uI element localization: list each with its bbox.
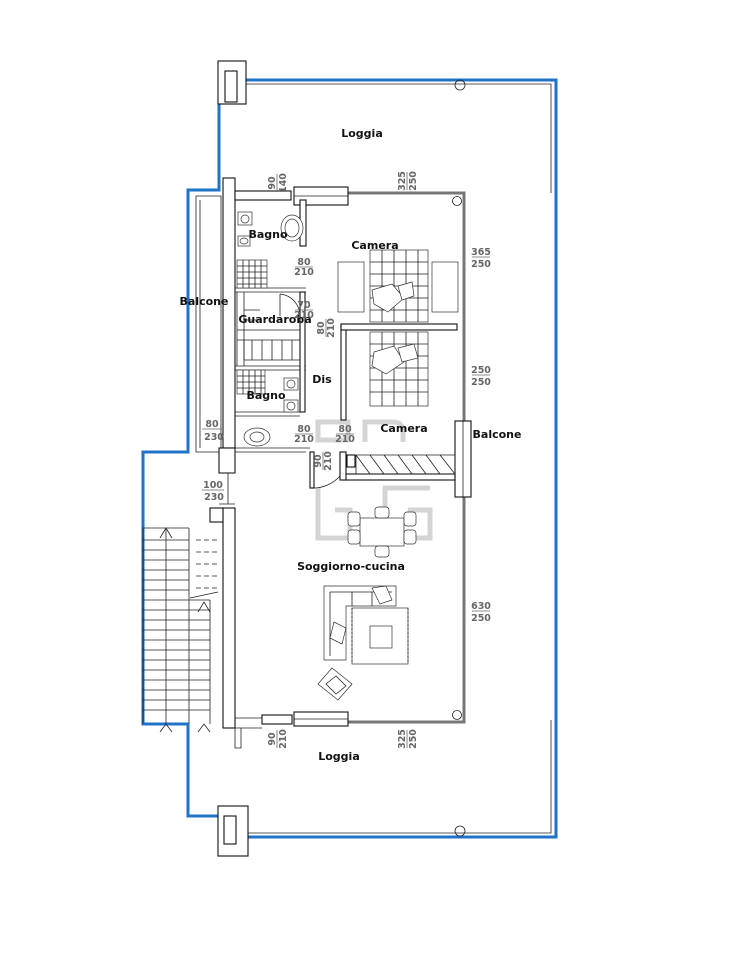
window-bottom-left	[261, 714, 293, 725]
column-bottom	[217, 805, 249, 857]
svg-text:365: 365	[471, 247, 491, 258]
door-balcone-left	[219, 472, 235, 505]
svg-text:80: 80	[297, 257, 311, 268]
label-bagno-2: Bagno	[246, 389, 286, 402]
pillar-inner-top	[452, 196, 462, 206]
svg-text:80: 80	[205, 419, 219, 430]
svg-text:230: 230	[204, 432, 224, 443]
balcony-left-outline	[195, 195, 222, 453]
bagno-1-fixtures	[236, 211, 304, 289]
svg-text:70: 70	[297, 300, 311, 311]
dim-door-guardaroba-vertical: 80 210	[316, 318, 337, 338]
wall-camera-2-left	[339, 451, 347, 481]
wall-camera-2-stub	[346, 454, 356, 468]
wardrobe-camera-2	[355, 454, 456, 475]
label-guardaroba: Guardaroba	[238, 313, 311, 326]
staircase	[142, 507, 224, 733]
label-dis: Dis	[312, 373, 332, 386]
svg-text:250: 250	[471, 365, 491, 376]
svg-text:210: 210	[278, 729, 289, 749]
svg-text:90: 90	[267, 176, 278, 190]
svg-text:210: 210	[326, 318, 337, 338]
label-balcone-left: Balcone	[180, 295, 229, 308]
svg-text:90: 90	[267, 732, 278, 746]
svg-text:250: 250	[471, 259, 491, 270]
svg-text:80: 80	[316, 321, 327, 335]
guardaroba-fixtures	[236, 292, 300, 366]
svg-text:210: 210	[294, 267, 314, 278]
window-top-left	[234, 190, 292, 201]
wall-dis-right	[340, 323, 347, 421]
svg-text:210: 210	[323, 451, 334, 471]
property-boundary	[141, 78, 558, 839]
label-soggiorno: Soggiorno-cucina	[297, 560, 405, 573]
pillar-inner-bottom	[452, 710, 462, 720]
bagno-2-fixtures	[236, 369, 299, 447]
svg-text:140: 140	[278, 173, 289, 193]
wall-left-jamb-1	[218, 447, 236, 474]
svg-text:100: 100	[203, 480, 223, 491]
column-bottom-inner	[223, 815, 237, 845]
loggia-bottom-railing	[240, 720, 552, 834]
dim-door-balcone-left: 80 230	[202, 419, 224, 443]
wall-camera-2-bottom	[342, 473, 456, 481]
svg-text:210: 210	[335, 434, 355, 445]
dim-win-right-3: 630 250	[471, 601, 491, 624]
wall-bagno-2-bottom	[235, 411, 300, 417]
svg-text:250: 250	[471, 613, 491, 624]
camera-2-bed	[369, 331, 429, 407]
svg-text:250: 250	[408, 729, 419, 749]
dim-win-right-2: 250 250	[471, 365, 491, 388]
column-top-inner	[224, 70, 238, 103]
wall-hall	[235, 447, 310, 453]
wall-left-upper	[222, 177, 236, 449]
label-balcone-right: Balcone	[473, 428, 522, 441]
dim-door-camera-2: 80 210	[335, 424, 355, 445]
svg-text:210: 210	[294, 310, 314, 321]
svg-text:210: 210	[294, 434, 314, 445]
outer-wall	[348, 191, 466, 724]
wall-camera-divider	[340, 323, 458, 331]
dim-win-bottom-right: 325 250	[397, 729, 419, 749]
label-loggia-bottom: Loggia	[318, 750, 360, 763]
svg-text:630: 630	[471, 601, 491, 612]
camera-1-bed	[337, 249, 459, 323]
pillar-top	[454, 79, 466, 91]
svg-text:80: 80	[297, 424, 311, 435]
label-camera-2: Camera	[380, 422, 427, 435]
svg-text:80: 80	[338, 424, 352, 435]
guardaroba-door-swing	[279, 293, 301, 317]
loggia-top-railing	[240, 83, 552, 193]
label-loggia-top: Loggia	[341, 127, 383, 140]
entry-door-leaf	[309, 451, 315, 489]
dim-door-entry: 90 210	[313, 451, 334, 471]
svg-text:325: 325	[397, 729, 408, 749]
living-sofa	[317, 585, 409, 701]
dim-win-bottom-left: 90 210	[267, 729, 289, 749]
dim-door-ext: 100 230	[202, 480, 224, 503]
svg-text:250: 250	[471, 377, 491, 388]
dim-door-bagno-1: 80 210	[294, 257, 314, 278]
dim-win-right-1: 365 250	[471, 247, 491, 270]
svg-text:250: 250	[408, 171, 419, 191]
dim-door-guardaroba: 70 210	[294, 300, 314, 321]
pillar-bottom	[454, 825, 466, 837]
label-camera-1: Camera	[351, 239, 398, 252]
dining-table	[347, 506, 417, 558]
svg-text:90: 90	[313, 454, 324, 468]
dim-win-top-right: 325 250	[397, 171, 419, 191]
wall-dis-left	[299, 291, 306, 413]
label-bagno-1: Bagno	[248, 228, 288, 241]
svg-text:325: 325	[397, 171, 408, 191]
dim-door-bagno-2: 80 210	[294, 424, 314, 445]
svg-text:230: 230	[204, 492, 224, 503]
wall-left-lower	[222, 507, 236, 729]
wall-left-bottom-jog	[234, 717, 262, 749]
dim-win-top-left: 90 140	[267, 173, 289, 193]
